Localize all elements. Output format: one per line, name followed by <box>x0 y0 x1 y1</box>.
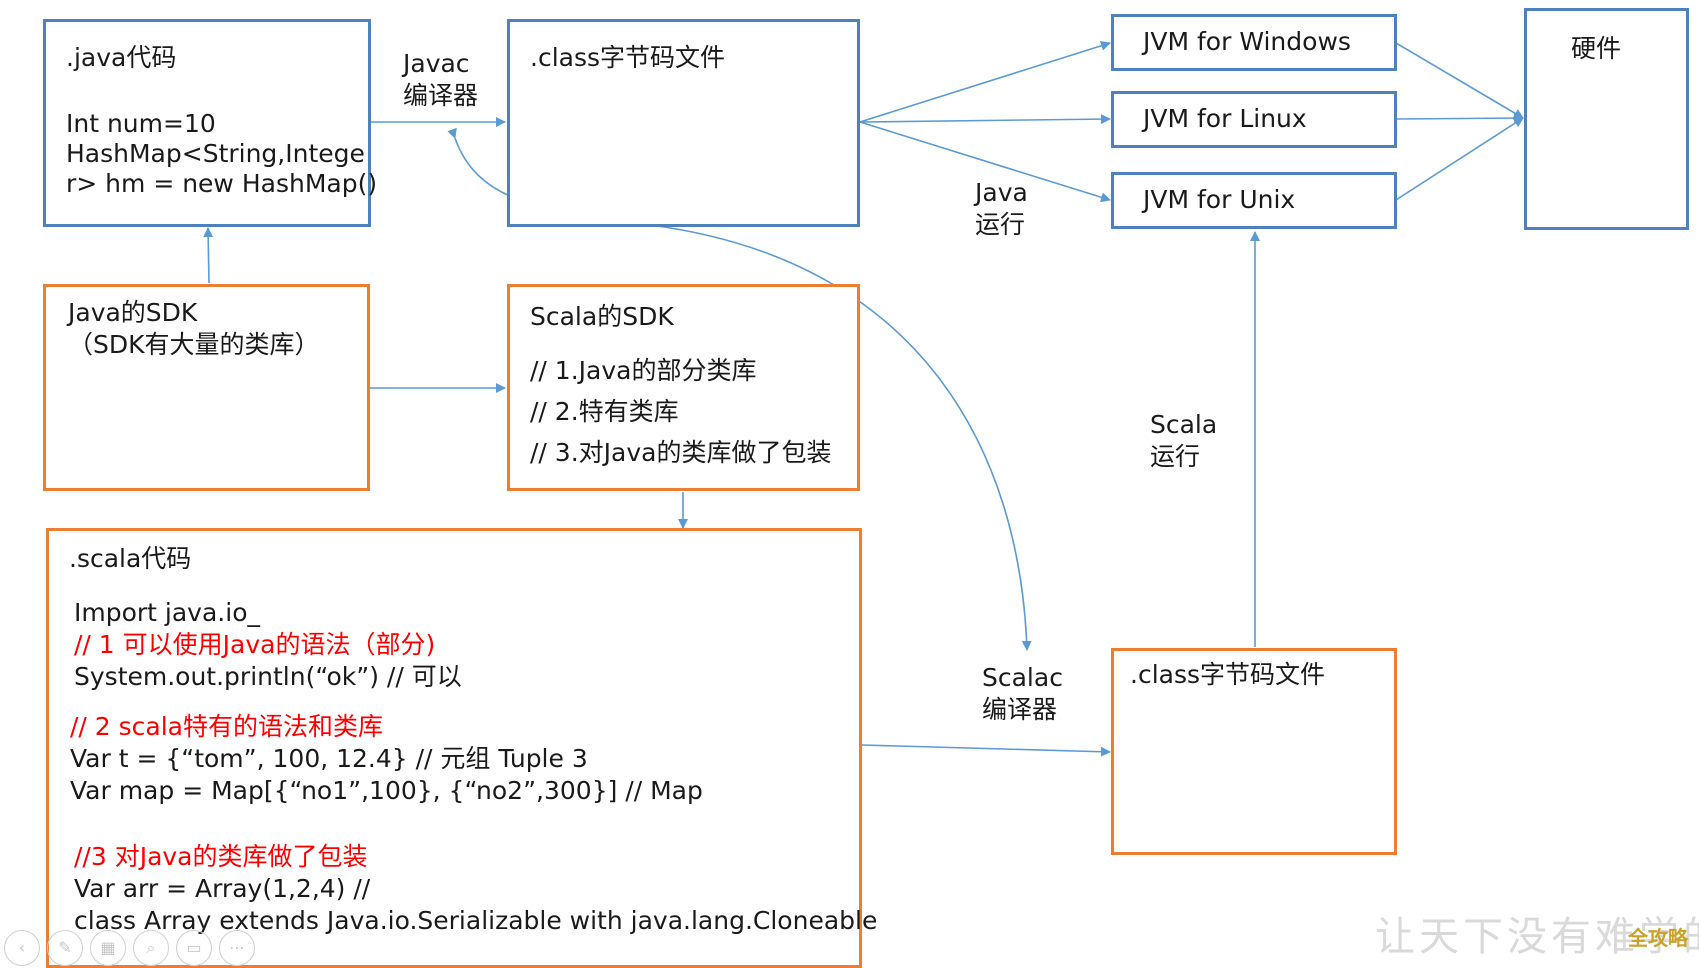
arrow-class-to-jvm-unix <box>859 121 1111 203</box>
arrow-scala-to-class-bottom <box>861 744 1111 757</box>
scala-sdk-line: // 1.Java的部分类库 <box>530 356 757 385</box>
watermark-text: 让天下没有难学的 <box>1375 914 1699 960</box>
scala-code-comment: // 2 scala特有的语法和类库 <box>70 712 384 741</box>
java-code-title: .java代码 <box>66 43 177 72</box>
scala-code-line: System.out.println(“ok”) // 可以 <box>74 662 462 691</box>
screen-icon[interactable]: ▭ <box>176 930 212 966</box>
scala-code-line: Var map = Map[{“no1”,100}, {“no2”,300}] … <box>70 776 703 805</box>
prev-icon[interactable]: ‹ <box>4 930 40 966</box>
watermark-badge: 全攻略 <box>1628 926 1688 950</box>
arrow-jvm-linux-to-hw <box>1395 113 1524 124</box>
scala-sdk-line: // 3.对Java的类库做了包装 <box>530 438 832 467</box>
jvm-linux-box: JVM for Linux <box>1111 91 1397 148</box>
java-run-label-line2: 运行 <box>975 210 1026 239</box>
javac-label-line1: Javac <box>403 49 470 78</box>
zoom-icon[interactable]: ⌕ <box>133 930 169 966</box>
jvm-linux-label: JVM for Linux <box>1143 104 1307 133</box>
hardware-box: 硬件 <box>1524 8 1689 230</box>
class-file-bottom-title: .class字节码文件 <box>1130 660 1326 689</box>
arrow-jvm-windows-to-hw <box>1395 42 1524 119</box>
scala-code-line: Import java.io_ <box>74 598 260 627</box>
java-sdk-title: Java的SDK <box>68 298 198 327</box>
scala-code-comment: // 1 可以使用Java的语法（部分) <box>74 630 436 659</box>
arrow-class-to-jvm-windows <box>859 40 1111 123</box>
java-sdk-box: Java的SDK （SDK有大量的类库） <box>43 284 370 491</box>
class-file-box-top: .class字节码文件 <box>507 19 860 227</box>
scala-run-label-line1: Scala <box>1150 410 1218 439</box>
pen-icon[interactable]: ✎ <box>47 930 83 966</box>
jvm-unix-label: JVM for Unix <box>1143 185 1296 214</box>
grid-icon[interactable]: ▦ <box>90 930 126 966</box>
java-sdk-subtitle: （SDK有大量的类库） <box>68 330 320 359</box>
javac-label-line2: 编译器 <box>403 81 479 110</box>
scala-code-line: Var arr = Array(1,2,4) // <box>74 874 371 903</box>
scala-sdk-box: Scala的SDK // 1.Java的部分类库 // 2.特有类库 // 3.… <box>507 284 860 491</box>
java-code-line: Int num=10 <box>66 109 216 138</box>
scala-run-label-line2: 运行 <box>1150 442 1201 471</box>
jvm-windows-box: JVM for Windows <box>1111 14 1397 71</box>
arrow-jvm-unix-to-hw <box>1395 117 1524 201</box>
jvm-unix-box: JVM for Unix <box>1111 172 1397 229</box>
more-icon[interactable]: ⋯ <box>219 930 255 966</box>
curve-class-to-scalac <box>649 224 1032 651</box>
arrow-javasdk-to-java <box>203 227 214 284</box>
jvm-windows-label: JVM for Windows <box>1143 27 1351 56</box>
java-code-box: .java代码 Int num=10 HashMap<String,Intege… <box>43 19 377 227</box>
scalac-label-line1: Scalac <box>982 663 1063 692</box>
scala-code-title: .scala代码 <box>69 544 192 573</box>
java-code-line: r> hm = new HashMap() <box>66 169 378 198</box>
scala-code-line: Var t = {“tom”, 100, 12.4} // 元组 Tuple 3 <box>70 744 588 773</box>
scala-sdk-line: // 2.特有类库 <box>530 397 679 426</box>
java-code-line: HashMap<String,Intege <box>66 139 365 168</box>
class-file-title: .class字节码文件 <box>530 43 726 72</box>
hardware-label: 硬件 <box>1571 34 1622 63</box>
java-run-label-line1: Java <box>975 178 1028 207</box>
class-file-box-bottom: .class字节码文件 <box>1111 648 1397 855</box>
scala-code-line: class Array extends Java.io.Serializable… <box>74 906 878 935</box>
scala-code-box: .scala代码 Import java.io_ // 1 可以使用Java的语… <box>46 528 877 968</box>
arrow-class-to-jvm-linux <box>859 114 1111 125</box>
scala-code-comment: //3 对Java的类库做了包装 <box>74 842 368 871</box>
scalac-label-line2: 编译器 <box>982 695 1058 724</box>
scala-sdk-title: Scala的SDK <box>530 302 674 331</box>
